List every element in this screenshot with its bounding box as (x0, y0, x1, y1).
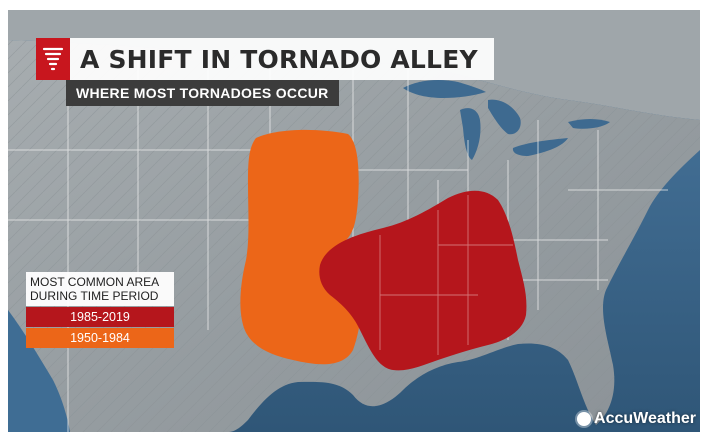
great-lakes (403, 80, 610, 160)
sun-icon (577, 412, 592, 426)
region-1985-2019 (319, 190, 527, 371)
pacific-coast-water (8, 310, 70, 432)
legend-item-1950-1984: 1950-1984 (26, 328, 174, 348)
accuweather-logo: AccuWeather (577, 410, 696, 428)
legend: MOST COMMON AREA DURING TIME PERIOD 1985… (26, 272, 174, 348)
map-frame: A SHIFT IN TORNADO ALLEY WHERE MOST TORN… (8, 10, 700, 432)
terrain-texture (8, 40, 700, 432)
tornado-alley-map (8, 10, 700, 432)
tornado-icon (36, 38, 70, 80)
legend-item-1985-2019: 1985-2019 (26, 307, 174, 327)
region-1950-1984 (240, 129, 361, 365)
canada-land (8, 10, 700, 120)
map-subtitle: WHERE MOST TORNADOES OCCUR (66, 80, 339, 106)
inner-borders (379, 195, 513, 355)
brand-name: AccuWeather (594, 410, 696, 427)
legend-heading: MOST COMMON AREA DURING TIME PERIOD (26, 272, 174, 306)
title-bar: A SHIFT IN TORNADO ALLEY (36, 38, 494, 80)
map-title: A SHIFT IN TORNADO ALLEY (80, 44, 478, 74)
